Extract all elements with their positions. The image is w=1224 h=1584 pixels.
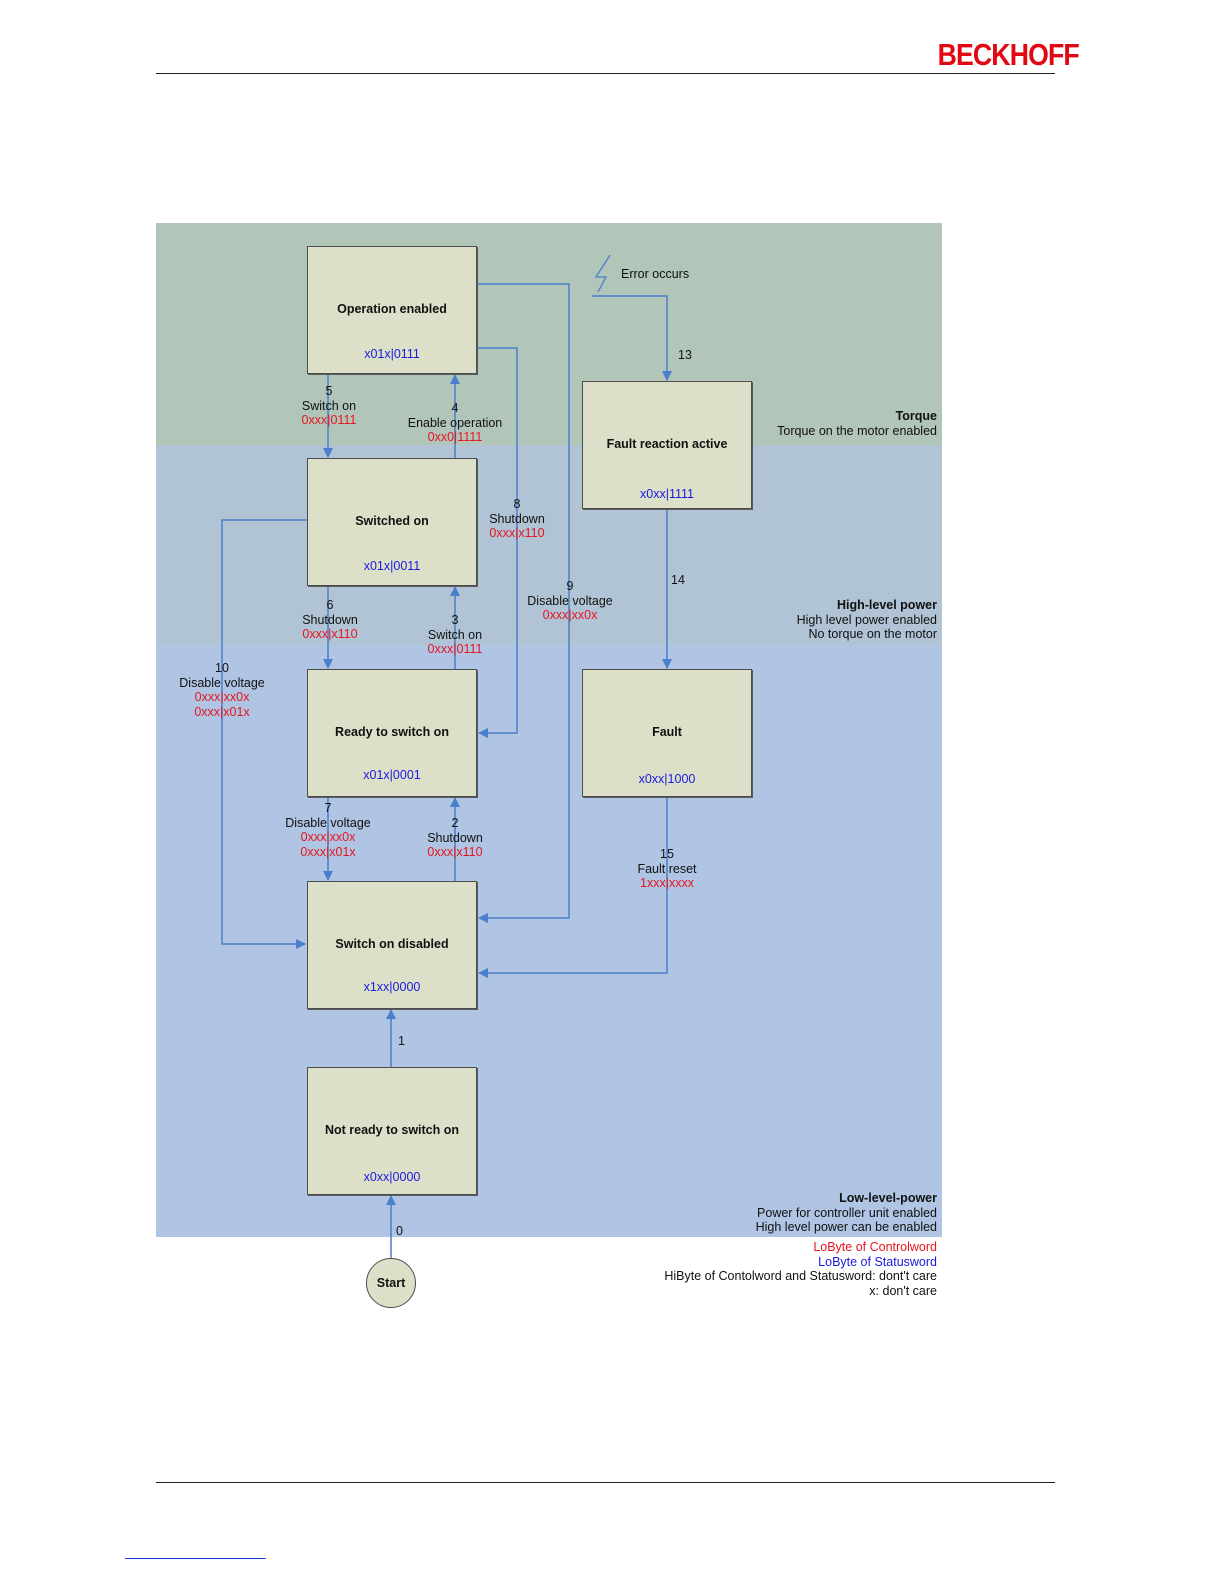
arrow-t9 [477, 283, 570, 923]
transition-2-label: 2 Shutdown 0xxx|x110 [427, 816, 483, 859]
arrow-t15 [478, 797, 668, 978]
transition-10-label: 10 Disable voltage 0xxx|xx0x 0xxx|x01x [179, 661, 265, 719]
transition-8-label: 8 Shutdown 0xxx|x110 [489, 497, 545, 540]
state-code: x0xx|0000 [363, 1170, 421, 1184]
zone-high-level-power-label: High-level power High level power enable… [796, 598, 937, 641]
transition-0-label: 0 [396, 1224, 403, 1238]
transition-7-label: 7 Disable voltage 0xxx|xx0x 0xxx|x01x [285, 801, 371, 859]
zone-low-level-power-label: Low-level-power Power for controller uni… [755, 1191, 937, 1234]
state-code: x01x|0001 [363, 768, 421, 782]
transition-13-label: 13 [678, 348, 692, 362]
state-code: x0xx|1111 [640, 487, 694, 501]
transition-9-label: 9 Disable voltage 0xxx|xx0x [527, 579, 613, 622]
legend-x: x: don't care [869, 1283, 937, 1298]
state-start: Start [366, 1258, 416, 1308]
beckhoff-logo: BECKHOFF [937, 37, 1080, 72]
zone-torque [156, 223, 942, 445]
zone-torque-label: Torque Torque on the motor enabled [777, 409, 937, 438]
lightning-icon [594, 254, 611, 293]
state-fault: Fault x0xx|1000 [582, 669, 752, 797]
state-ready-to-switch-on: Ready to switch on x01x|0001 [307, 669, 477, 797]
state-code: x01x|0111 [364, 347, 420, 361]
state-title: Fault reaction active [606, 437, 728, 451]
arrow-t13 [592, 295, 672, 381]
state-code: x01x|0011 [363, 559, 421, 573]
transition-3-label: 3 Switch on 0xxx|0111 [427, 613, 483, 656]
legend-hibyte: HiByte of Contolword and Statusword: don… [664, 1269, 937, 1283]
transition-6-label: 6 Shutdown 0xxx|x110 [302, 598, 358, 641]
transition-14-label: 14 [671, 573, 685, 587]
state-switched-on: Switched on x01x|0011 [307, 458, 477, 586]
state-code: x1xx|0000 [363, 980, 421, 994]
transition-1-label: 1 [398, 1034, 405, 1048]
zone-high-level-power [156, 445, 942, 645]
error-occurs-label: Error occurs [621, 267, 690, 281]
footer-rule [156, 1482, 1055, 1483]
state-title: Fault [652, 725, 682, 739]
legend-controlword: LoByte of Controlword [813, 1240, 937, 1254]
footer-link-underline[interactable] [125, 1558, 266, 1559]
state-code: x0xx|1000 [638, 772, 696, 786]
state-title: Switch on disabled [335, 937, 449, 951]
transition-5-label: 5 Switch on 0xxx|0111 [301, 384, 357, 427]
arrow-t10 [221, 519, 307, 949]
legend: LoByte of Controlword LoByte of Statuswo… [664, 1240, 937, 1298]
state-fault-reaction-active: Fault reaction active x0xx|1111 [582, 381, 752, 509]
state-title: Ready to switch on [335, 725, 449, 739]
state-switch-on-disabled: Switch on disabled x1xx|0000 [307, 881, 477, 1009]
transition-4-label: 4 Enable operation 0xx0|1111 [407, 401, 503, 444]
transition-15-label: 15 Fault reset 1xxx|xxxx [637, 847, 697, 890]
state-not-ready-to-switch-on: Not ready to switch on x0xx|0000 [307, 1067, 477, 1195]
state-title: Not ready to switch on [324, 1123, 460, 1137]
zone-low-level-power [156, 645, 942, 1237]
state-title: Operation enabled [337, 302, 447, 316]
header-rule [156, 73, 1055, 74]
state-title: Switched on [355, 514, 429, 528]
state-operation-enabled: Operation enabled x01x|0111 [307, 246, 477, 374]
legend-statusword: LoByte of Statusword [818, 1254, 937, 1269]
arrow-t8 [477, 347, 518, 738]
